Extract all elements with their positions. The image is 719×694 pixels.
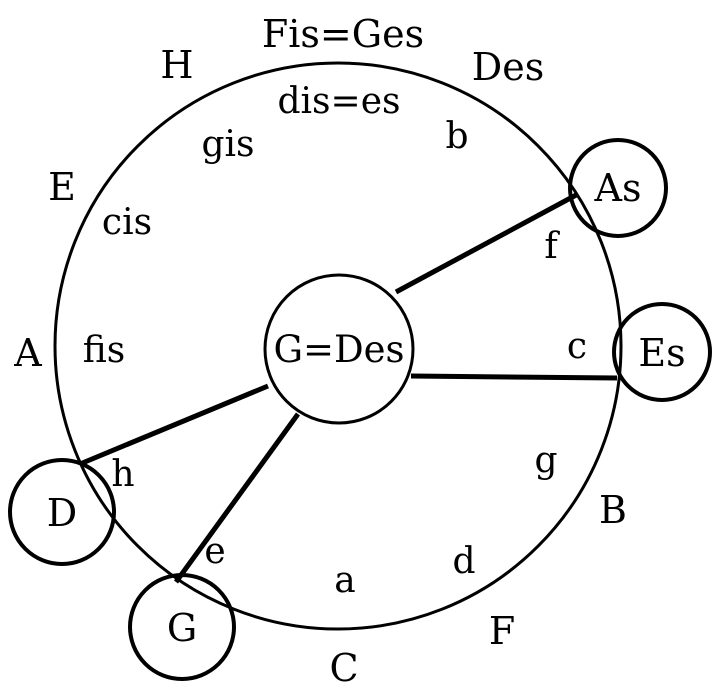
circled-key-es-ring [612,302,712,402]
circled-key-d-ring [8,458,116,566]
label-cis: cis [102,202,152,243]
spoke-es [410,373,618,381]
center-circle [263,273,415,425]
label-c-lower: c [567,326,587,367]
circled-key-es: Es [638,331,685,375]
label-a-upper: A [13,331,42,375]
label-d-lower: d [452,541,475,582]
label-b-lower: b [445,116,468,157]
center-label: G=Des [273,328,404,371]
label-dis-es: dis=es [278,81,401,122]
circled-key-as: As [594,166,642,210]
circled-key-g-ring [128,573,236,681]
outer-ring-circle [53,61,623,631]
circled-key-as-ring [568,138,668,238]
label-e-lower: e [204,531,225,572]
label-gis: gis [201,124,254,165]
label-c-upper: C [329,646,358,690]
label-des-upper: Des [472,45,544,89]
label-fis: fis [83,330,126,371]
label-fis-ges: Fis=Ges [262,12,424,56]
spoke-as [394,191,580,295]
label-b-upper: B [599,488,627,532]
label-h-lower: h [111,454,134,495]
circled-key-g: G [167,606,197,650]
label-f-lower: f [544,226,560,267]
label-f-upper: F [489,609,515,653]
spoke-g [173,412,301,584]
circled-key-d: D [47,491,77,535]
label-g-lower: g [534,440,557,481]
label-a-lower: a [334,560,355,601]
label-e-upper: E [48,165,76,209]
label-h-upper: H [160,43,193,87]
spoke-d [79,383,269,467]
